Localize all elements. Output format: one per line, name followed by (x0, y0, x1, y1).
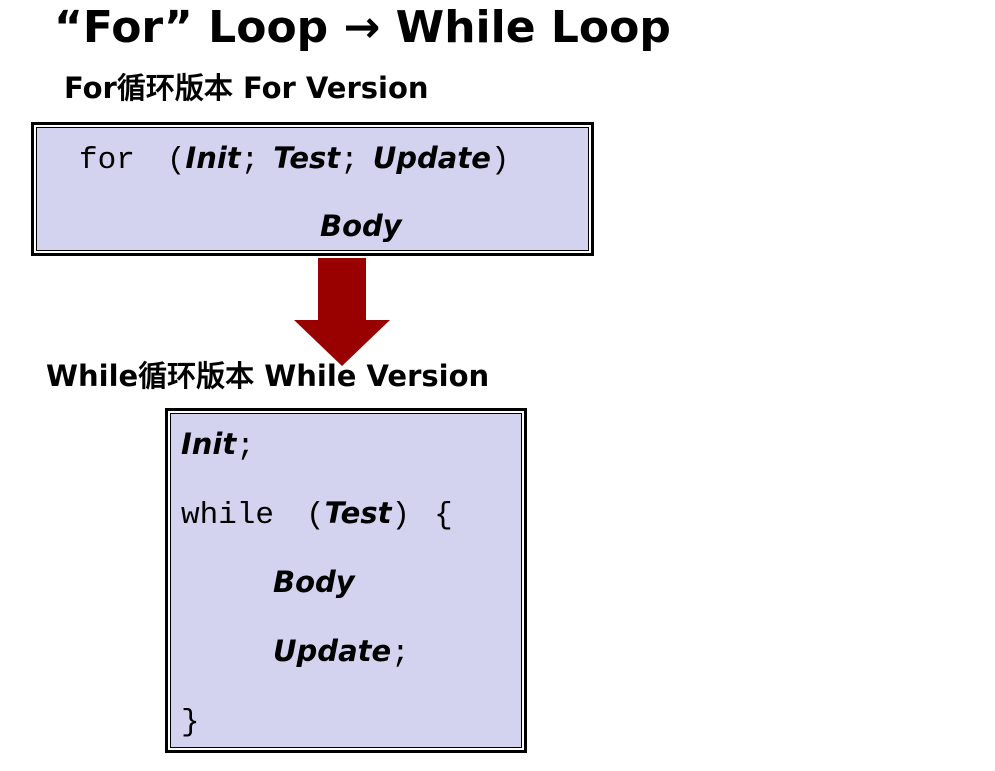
down-arrow-icon (294, 258, 390, 366)
while-loop-box: Init; while (Test) { Body Update; } (165, 408, 527, 753)
while-update-token: Update (273, 634, 392, 668)
while-update-semicolon: ; (391, 636, 410, 671)
while-init-semicolon: ; (236, 429, 255, 464)
for-test-token: Test (273, 141, 341, 175)
while-body-token: Body (273, 565, 355, 599)
while-close-brace: } (181, 705, 200, 740)
for-semicolon-2: ; (340, 143, 359, 178)
while-version-label: While循环版本 While Version (46, 359, 490, 393)
while-keyword: while (181, 498, 275, 533)
for-update-token: Update (372, 141, 491, 175)
while-init-line: Init; (181, 424, 255, 467)
while-open-paren: ( (306, 498, 325, 533)
while-init-token: Init (181, 427, 237, 461)
while-test-token: Test (324, 496, 392, 530)
for-header-line: for(Init;Test;Update) (79, 138, 510, 181)
for-loop-box: for(Init;Test;Update) Body (31, 122, 594, 256)
for-init-token: Init (185, 141, 241, 175)
for-version-label: For循环版本 For Version (64, 71, 429, 105)
page-title: “For” Loop → While Loop (54, 2, 671, 53)
while-open-brace: { (434, 498, 453, 533)
while-loop-code-area: Init; while (Test) { Body Update; } (170, 413, 522, 748)
while-update-line: Update; (273, 631, 410, 674)
for-loop-code-area: for(Init;Test;Update) Body (36, 127, 589, 251)
for-keyword: for (79, 143, 135, 178)
while-body-line: Body (273, 562, 355, 602)
for-open-paren: ( (166, 143, 186, 178)
while-close-line: } (181, 700, 200, 743)
for-body-token: Body (320, 209, 402, 243)
arrow-shape (294, 258, 390, 366)
for-close-paren: ) (490, 143, 510, 178)
while-close-paren: ) (391, 498, 411, 533)
for-body-line: Body (320, 206, 402, 246)
while-header-line: while (Test) { (181, 493, 453, 536)
for-semicolon-1: ; (240, 143, 260, 178)
